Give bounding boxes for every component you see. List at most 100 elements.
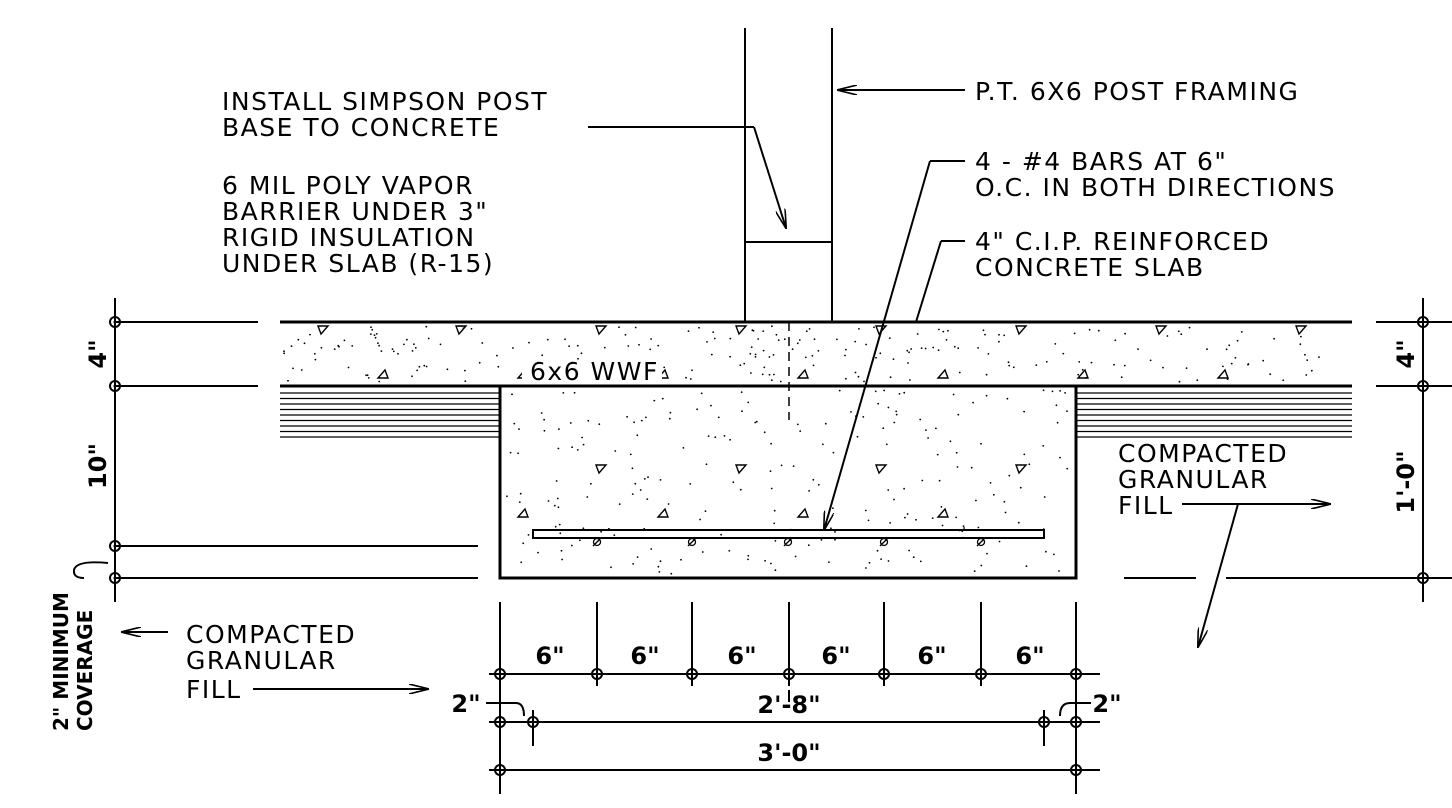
stipple-dot [1025, 565, 1028, 568]
stipple-dot [750, 346, 753, 348]
stipple-dot [365, 374, 367, 377]
stipple-dot [887, 406, 890, 409]
stipple-dot [1062, 352, 1065, 355]
stipple-dot [627, 345, 630, 347]
stipple-dot [1318, 356, 1320, 358]
stipple-dot [854, 371, 857, 374]
stipple-dot [773, 509, 776, 512]
stipple-dot [953, 345, 956, 348]
stipple-dot [1045, 550, 1047, 553]
stipple-dot [932, 346, 935, 349]
stipple-dot [653, 399, 656, 402]
stipple-dot [935, 427, 937, 430]
rebar-cross-bar [783, 537, 793, 547]
stipple-dot [873, 326, 875, 329]
stipple-dot [889, 522, 891, 524]
stipple-dot [659, 560, 662, 563]
stipple-dot [1066, 410, 1068, 412]
note-wwf: 6x6 WWF [530, 357, 659, 386]
stipple-dot [710, 404, 712, 407]
stipple-dot [511, 393, 513, 396]
stipple-dot [555, 480, 558, 482]
stipple-dot [658, 571, 661, 573]
dim-cover-right: 2" [1092, 690, 1121, 718]
stipple-dot [868, 561, 871, 564]
dim-footing-width: 3'-0" [757, 739, 820, 767]
dimension-node-center [498, 672, 502, 676]
stipple-dot [1008, 474, 1011, 477]
stipple-dot [1177, 330, 1180, 333]
stipple-dot [749, 352, 752, 355]
dim-spacing-3: 6" [727, 642, 756, 670]
stipple-dot [747, 401, 750, 404]
stipple-dot [661, 397, 664, 400]
dimension-node-center [690, 672, 694, 676]
stipple-dot [411, 350, 414, 352]
dimension-node [527, 716, 539, 728]
aggregate-mark [656, 507, 670, 518]
stipple-dot [938, 479, 941, 482]
stipple-dot [903, 487, 905, 490]
stipple-dot [752, 329, 755, 332]
rebar-cross-bar-slash [783, 537, 793, 547]
stipple-dot [1178, 380, 1181, 383]
dimension-node-center [1042, 720, 1046, 724]
stipple-dot [650, 338, 652, 340]
stipple-dot [600, 530, 602, 533]
stipple-dot [423, 364, 426, 367]
stipple-dot [1222, 365, 1224, 368]
stipple-dot [1162, 366, 1164, 369]
dimension-node [494, 764, 506, 776]
stipple-dot [1188, 326, 1191, 329]
stipple-dot [720, 533, 722, 536]
stipple-dot [1051, 390, 1054, 393]
rebar-cross-bar-slash [592, 537, 602, 547]
stipple-dot [699, 518, 701, 521]
stipple-dot [769, 470, 772, 472]
stipple-dot [770, 442, 772, 445]
stipple-dot [370, 333, 372, 335]
stipple-dot [582, 443, 585, 446]
stipple-dot [729, 337, 732, 340]
stipple-dot [392, 350, 395, 353]
concrete-slab [280, 320, 1352, 388]
rigid-insulation [280, 392, 1352, 438]
note-fill-right-line1: COMPACTED [1118, 439, 1288, 468]
stipple-dot [464, 380, 467, 383]
stipple-dot [972, 401, 974, 404]
stipple-dot [824, 422, 827, 425]
stipple-dot [838, 389, 841, 392]
note-bars-line2: O.C. IN BOTH DIRECTIONS [975, 173, 1336, 202]
stipple-dot [962, 525, 965, 527]
stipple-dot [832, 507, 834, 509]
stipple-dot [998, 340, 1000, 343]
stipple-dot [1054, 343, 1057, 345]
stipple-dot [496, 354, 498, 357]
stipple-dot [747, 558, 749, 561]
stipple-dot [570, 544, 573, 547]
stipple-dot [497, 365, 500, 368]
stipple-dot [854, 340, 857, 343]
stipple-dot [764, 559, 766, 562]
stipple-dot [908, 351, 910, 354]
note-vapor-line3: RIGID INSULATION [222, 223, 476, 252]
stipple-dot [373, 334, 376, 336]
stipple-dot [685, 376, 687, 379]
stipple-dot [768, 356, 771, 358]
stipple-dot [590, 482, 592, 485]
stipple-dot [1247, 363, 1249, 366]
stipple-dot [977, 526, 980, 529]
stipple-dot [1007, 361, 1010, 364]
stipple-dot [740, 391, 743, 393]
stipple-dot [942, 330, 945, 333]
stipple-dot [741, 410, 743, 413]
stipple-dot [1124, 332, 1126, 335]
stipple-dot [634, 482, 637, 485]
stipple-dot [985, 373, 988, 376]
dimension-node-center [1074, 720, 1078, 724]
aggregate-mark [936, 368, 950, 379]
aggregate-mark [734, 464, 748, 475]
aggregate-mark [796, 507, 810, 518]
stipple-dot [586, 496, 589, 498]
stipple-dot [817, 483, 820, 486]
